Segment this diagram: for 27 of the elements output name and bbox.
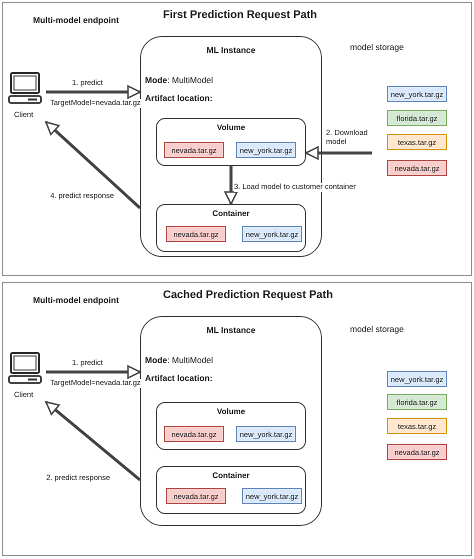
- group-title: Container: [211, 471, 251, 480]
- instance-title: ML Instance: [206, 45, 256, 55]
- product-heading: Multi-model endpoint: [33, 15, 119, 25]
- storage-group: [156, 118, 306, 166]
- group-title: Container: [211, 209, 251, 218]
- instance-property: Mode: MultiModel: [145, 75, 214, 85]
- storage-group: [156, 466, 306, 514]
- instance-property: Mode: MultiModel: [145, 355, 214, 365]
- product-heading: Multi-model endpoint: [33, 295, 119, 305]
- group-title: Volume: [216, 123, 246, 132]
- instance-container: [140, 316, 322, 526]
- arrow: [46, 85, 141, 99]
- storage-group: [156, 402, 306, 450]
- instance-property: Artifact location:: [145, 93, 213, 103]
- arrow: [46, 365, 141, 379]
- panel-title: First Prediction Request Path: [163, 9, 318, 21]
- arrow: [45, 400, 141, 482]
- arrow: [44, 120, 142, 210]
- instance-title: ML Instance: [206, 325, 256, 335]
- panel-title: Cached Prediction Request Path: [163, 289, 333, 301]
- instance-property: Artifact location:: [145, 373, 213, 383]
- group-title: Volume: [216, 407, 246, 416]
- arrow: [305, 146, 372, 160]
- storage-heading: model storage: [350, 324, 460, 338]
- storage-group: [156, 204, 306, 252]
- storage-heading: model storage: [350, 42, 460, 56]
- arrow: [224, 166, 238, 205]
